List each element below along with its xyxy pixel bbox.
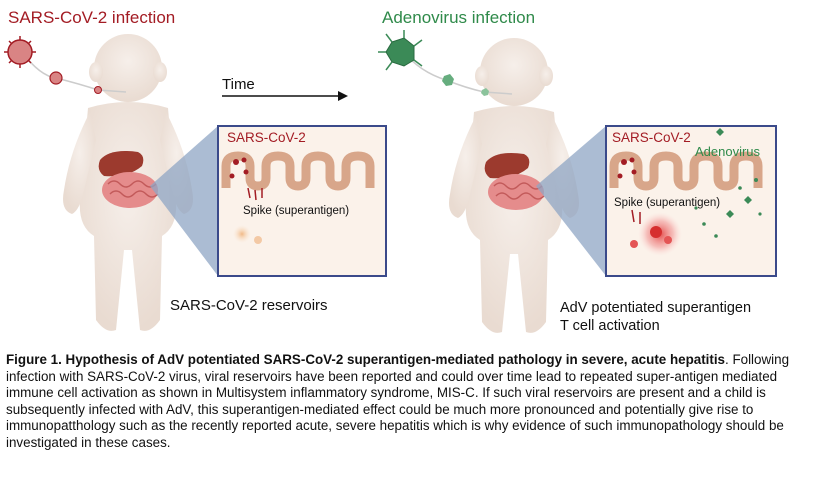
inset-left-spike-label: Spike (superantigen) <box>243 205 350 217</box>
zoom-cone-left <box>150 126 218 276</box>
villi-icon <box>221 151 375 191</box>
zoom-cone-right <box>536 126 606 276</box>
sars-cov-2-virus-icon <box>4 36 127 94</box>
time-arrow-label: Time <box>222 76 255 93</box>
diagram-artwork <box>4 30 777 333</box>
inset-box-right <box>605 125 777 277</box>
inset-right-adenovirus-label: Adenovirus <box>695 144 761 159</box>
liver-icon-right <box>484 153 530 179</box>
legend-body-text: . Following infection with SARS-CoV-2 vi… <box>6 352 790 450</box>
inset-left-title: SARS-CoV-2 <box>227 130 306 145</box>
legend-bold-title: Figure 1. Hypothesis of AdV potentiated … <box>6 352 726 367</box>
caption-adv-line2: T cell activation <box>560 318 660 334</box>
panel-title-sars-infection: SARS-CoV-2 infection <box>8 8 176 27</box>
panel-title-adenovirus-infection: Adenovirus infection <box>382 8 536 27</box>
caption-sars-reservoirs: SARS-CoV-2 reservoirs <box>170 297 328 314</box>
liver-icon <box>98 151 144 177</box>
time-arrow <box>222 91 348 101</box>
inset-right-spike-label: Spike (superantigen) <box>614 197 721 209</box>
caption-adv-line1: AdV potentiated superantigen <box>560 300 752 316</box>
inset-right-title: SARS-CoV-2 <box>612 130 691 145</box>
intestine-icon-right <box>488 174 545 210</box>
figure-legend: Figure 1. Hypothesis of AdV potentiated … <box>6 352 820 452</box>
inset-box-left <box>217 125 387 277</box>
intestine-icon <box>102 172 159 208</box>
figure-illustration: SARS-CoV-2 infection Adenovirus infectio… <box>4 8 777 334</box>
adenovirus-icon <box>378 30 513 96</box>
